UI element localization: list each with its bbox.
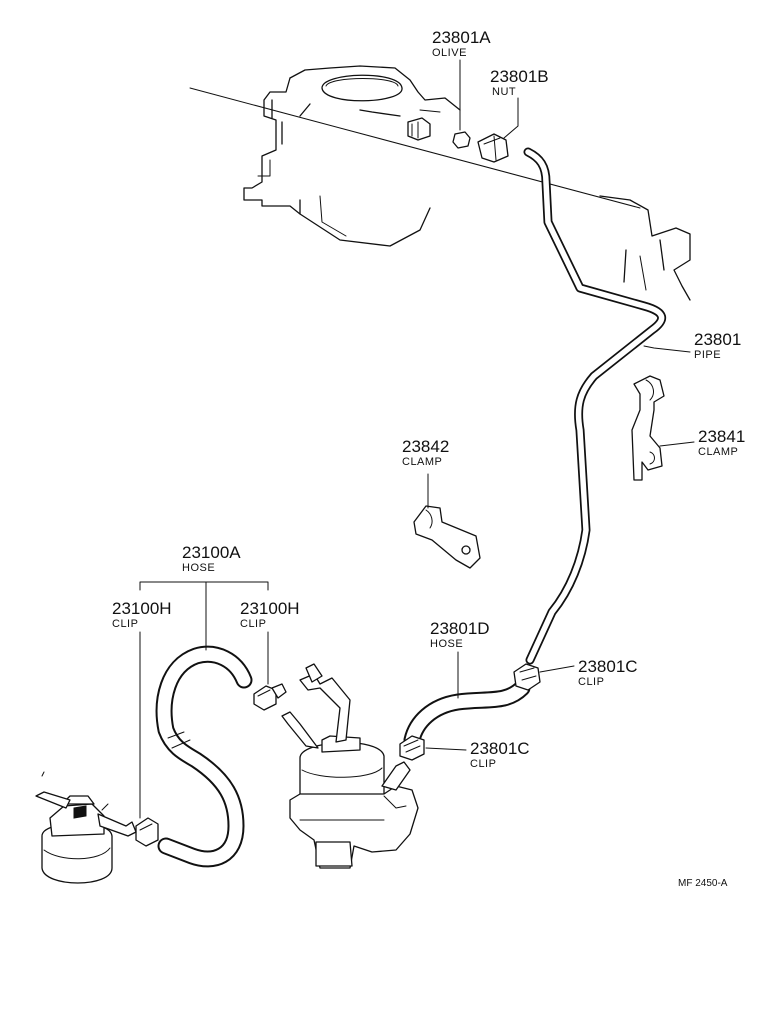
clamp-23841-part bbox=[631, 375, 665, 481]
engine-side-outline bbox=[599, 195, 691, 301]
label-clip-23801c-upper: 23801C CLIP bbox=[578, 657, 638, 688]
clip-23801c-lower-part-name: CLIP bbox=[470, 758, 496, 770]
clip-23100h-left-part-name: CLIP bbox=[112, 618, 138, 630]
label-hose-23100a: 23100A HOSE bbox=[182, 543, 241, 574]
hose-23801d bbox=[403, 679, 531, 749]
hose-23801d-part-number: 23801D bbox=[430, 619, 490, 638]
clamp-23841-part-number: 23841 bbox=[698, 427, 745, 446]
fuel-pipe bbox=[523, 147, 666, 665]
hose-23100a bbox=[155, 645, 253, 868]
clip-23100h-right-part-number: 23100H bbox=[240, 599, 300, 618]
clamp-23842-part-name: CLAMP bbox=[402, 456, 442, 468]
pipe-part-name: PIPE bbox=[694, 349, 721, 361]
clip-23801c-upper-part bbox=[513, 663, 541, 691]
carburetor-outline bbox=[243, 65, 461, 247]
hose-23801d-part-name: HOSE bbox=[430, 638, 463, 650]
olive-part-name: OLIVE bbox=[432, 47, 467, 59]
hose-23100a-part-number: 23100A bbox=[182, 543, 241, 562]
clip-23801c-lower-part-number: 23801C bbox=[470, 739, 530, 758]
label-clamp-23842: 23842 CLAMP bbox=[402, 437, 449, 468]
clip-23801c-lower-part bbox=[399, 735, 425, 761]
clip-23100h-left-part-number: 23100H bbox=[112, 599, 172, 618]
clip-23100h-right-part-name: CLIP bbox=[240, 618, 266, 630]
clip-23801c-upper-leader-line bbox=[539, 665, 575, 673]
clamp-23841-leader-line bbox=[659, 441, 695, 447]
pipe-leader-line bbox=[643, 345, 691, 353]
clip-23801c-upper-part-name: CLIP bbox=[578, 676, 604, 688]
label-clamp-23841: 23841 CLAMP bbox=[698, 427, 745, 458]
label-nut: 23801B NUT bbox=[490, 67, 549, 98]
fuel-pump bbox=[281, 663, 419, 869]
nut-part-number: 23801B bbox=[490, 67, 549, 86]
label-hose-23801d: 23801D HOSE bbox=[430, 619, 490, 650]
label-clip-23801c-lower: 23801C CLIP bbox=[470, 739, 530, 770]
hose-23100a-bracket bbox=[139, 581, 269, 651]
olive-part-number: 23801A bbox=[432, 28, 491, 47]
label-olive: 23801A OLIVE bbox=[432, 28, 491, 59]
nut-part bbox=[477, 133, 509, 163]
label-pipe: 23801 PIPE bbox=[694, 330, 741, 361]
olive-part bbox=[452, 131, 471, 149]
diagram-reference-code: MF 2450-A bbox=[678, 878, 728, 889]
clamp-23841-part-name: CLAMP bbox=[698, 446, 738, 458]
nut-leader-line bbox=[503, 97, 519, 139]
filter-mark bbox=[41, 771, 109, 811]
clip-23100h-right-part bbox=[253, 683, 287, 711]
pipe-part-number: 23801 bbox=[694, 330, 741, 349]
label-clip-23100h-right: 23100H CLIP bbox=[240, 599, 300, 630]
hose-23100a-part-name: HOSE bbox=[182, 562, 215, 574]
clip-23801c-upper-part-number: 23801C bbox=[578, 657, 638, 676]
nut-part-name: NUT bbox=[492, 86, 516, 98]
reference-line bbox=[189, 87, 641, 209]
clamp-23842-part bbox=[413, 505, 481, 569]
clip-23100h-left-part bbox=[135, 817, 159, 847]
fuel-filter bbox=[35, 791, 137, 884]
clamp-23842-part-number: 23842 bbox=[402, 437, 449, 456]
label-clip-23100h-left: 23100H CLIP bbox=[112, 599, 172, 630]
clip-23801c-lower-leader-line bbox=[425, 747, 467, 751]
